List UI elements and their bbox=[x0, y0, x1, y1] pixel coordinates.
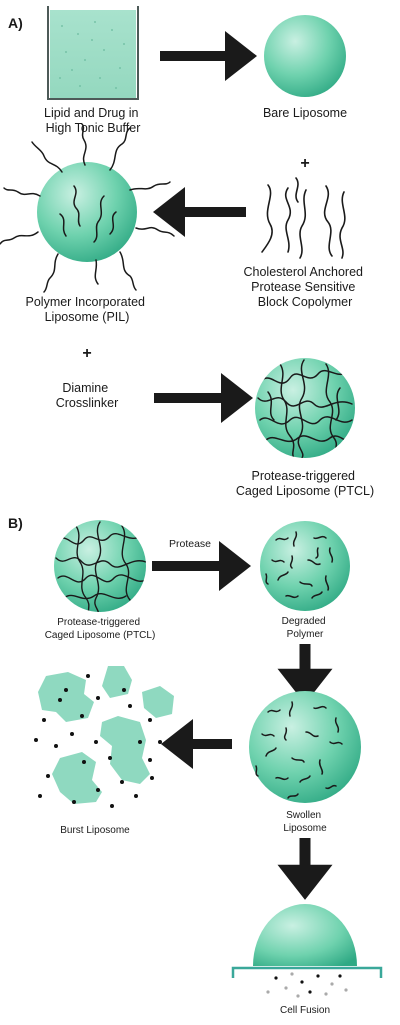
ptcl-label-b: Protease-triggered Caged Liposome (PTCL) bbox=[45, 617, 156, 641]
caged-liposome-ptcl-b bbox=[54, 520, 146, 612]
burst-liposome bbox=[34, 666, 174, 808]
pil-label: Polymer Incorporated Liposome (PIL) bbox=[26, 295, 149, 324]
panel-b-label: B) bbox=[8, 515, 23, 531]
burst-liposome-label: Burst Liposome bbox=[60, 825, 130, 836]
bare-liposome-label: Bare Liposome bbox=[263, 106, 347, 120]
polymer-incorporated-liposome bbox=[0, 123, 175, 293]
block-copolymer-strands bbox=[261, 177, 346, 259]
crosslinker-label: Diamine Crosslinker bbox=[56, 381, 119, 410]
degraded-polymer-label: Degraded Polymer bbox=[282, 616, 329, 640]
beaker-icon bbox=[47, 6, 139, 100]
cell-fusion-label: Cell Fusion bbox=[280, 1005, 330, 1016]
caged-liposome-ptcl bbox=[255, 358, 355, 458]
cell-fusion bbox=[231, 904, 383, 998]
plus-sign-1: + bbox=[300, 155, 309, 172]
swollen-liposome-label: Swollen Liposome bbox=[283, 810, 327, 834]
plus-sign-2: + bbox=[82, 345, 91, 362]
copolymer-label: Cholesterol Anchored Protease Sensitive … bbox=[243, 265, 366, 309]
protease-label: Protease bbox=[169, 538, 211, 550]
degraded-polymer-liposome bbox=[260, 521, 350, 611]
panel-a-label: A) bbox=[8, 15, 23, 31]
lipid-drug-label: Lipid and Drug in High Tonic Buffer bbox=[44, 106, 142, 135]
swollen-liposome bbox=[249, 691, 361, 803]
ptcl-label-a: Protease-triggered Caged Liposome (PTCL) bbox=[236, 469, 374, 498]
bare-liposome bbox=[264, 15, 346, 97]
